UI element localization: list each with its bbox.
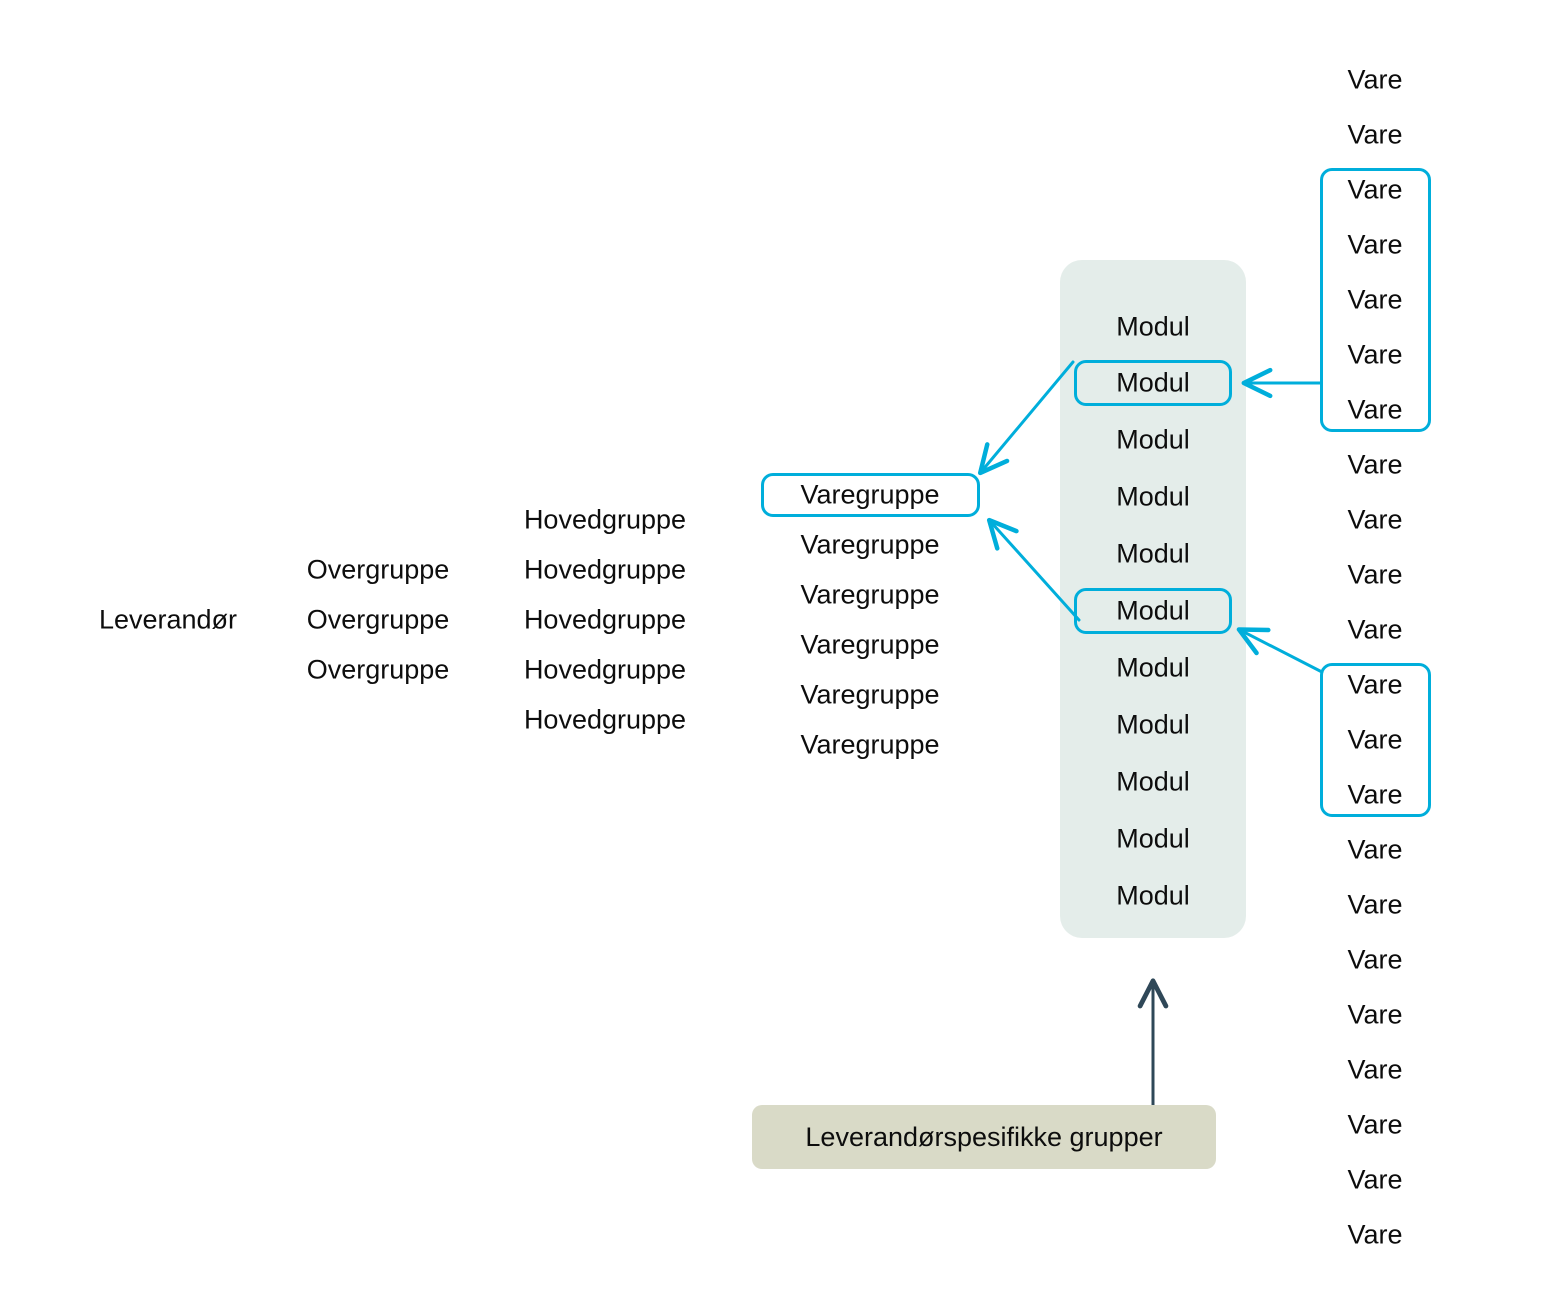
node-vare-20[interactable]: Vare	[1347, 1164, 1403, 1195]
modul-column-shade	[1060, 260, 1246, 938]
node-vare-8[interactable]: Vare	[1347, 504, 1403, 535]
node-vare-11[interactable]: Vare	[1347, 669, 1403, 700]
node-modul-7[interactable]: Modul	[1116, 709, 1190, 740]
node-vare-16[interactable]: Vare	[1347, 944, 1403, 975]
node-vare-12[interactable]: Vare	[1347, 724, 1403, 755]
node-vare-15[interactable]: Vare	[1347, 889, 1403, 920]
link-varegroup2-modul6	[1236, 627, 1324, 674]
node-vare-3[interactable]: Vare	[1347, 229, 1403, 260]
node-hovedgruppe-2[interactable]: Hovedgruppe	[523, 604, 687, 635]
supplier-specific-groups-box[interactable]: Leverandørspesifikke grupper	[752, 1105, 1216, 1169]
node-leverandor-0[interactable]: Leverandør	[98, 604, 238, 635]
node-hovedgruppe-1[interactable]: Hovedgruppe	[523, 554, 687, 585]
node-vare-7[interactable]: Vare	[1347, 449, 1403, 480]
node-modul-8[interactable]: Modul	[1116, 766, 1190, 797]
node-vare-1[interactable]: Vare	[1347, 119, 1403, 150]
node-modul-6[interactable]: Modul	[1116, 652, 1190, 683]
node-varegruppe-4[interactable]: Varegruppe	[800, 679, 940, 710]
node-vare-21[interactable]: Vare	[1347, 1219, 1403, 1250]
node-hovedgruppe-4[interactable]: Hovedgruppe	[523, 704, 687, 735]
node-modul-1[interactable]: Modul	[1116, 367, 1190, 398]
node-vare-6[interactable]: Vare	[1347, 394, 1403, 425]
node-vare-17[interactable]: Vare	[1347, 999, 1403, 1030]
node-vare-9[interactable]: Vare	[1347, 559, 1403, 590]
node-varegruppe-3[interactable]: Varegruppe	[800, 629, 940, 660]
node-vare-10[interactable]: Vare	[1347, 614, 1403, 645]
node-hovedgruppe-3[interactable]: Hovedgruppe	[523, 654, 687, 685]
node-overgruppe-2[interactable]: Overgruppe	[306, 654, 450, 685]
node-overgruppe-0[interactable]: Overgruppe	[306, 554, 450, 585]
node-varegruppe-1[interactable]: Varegruppe	[800, 529, 940, 560]
node-modul-4[interactable]: Modul	[1116, 538, 1190, 569]
node-overgruppe-1[interactable]: Overgruppe	[306, 604, 450, 635]
node-varegruppe-0[interactable]: Varegruppe	[800, 479, 940, 510]
node-vare-13[interactable]: Vare	[1347, 779, 1403, 810]
node-hovedgruppe-0[interactable]: Hovedgruppe	[523, 504, 687, 535]
node-vare-5[interactable]: Vare	[1347, 339, 1403, 370]
node-modul-0[interactable]: Modul	[1116, 311, 1190, 342]
node-vare-4[interactable]: Vare	[1347, 284, 1403, 315]
node-vare-19[interactable]: Vare	[1347, 1109, 1403, 1140]
node-vare-0[interactable]: Vare	[1347, 64, 1403, 95]
node-varegruppe-5[interactable]: Varegruppe	[800, 729, 940, 760]
node-modul-10[interactable]: Modul	[1116, 880, 1190, 911]
node-modul-5[interactable]: Modul	[1116, 595, 1190, 626]
node-varegruppe-2[interactable]: Varegruppe	[800, 579, 940, 610]
node-modul-2[interactable]: Modul	[1116, 424, 1190, 455]
node-modul-9[interactable]: Modul	[1116, 823, 1190, 854]
node-vare-18[interactable]: Vare	[1347, 1054, 1403, 1085]
node-modul-3[interactable]: Modul	[1116, 481, 1190, 512]
node-vare-14[interactable]: Vare	[1347, 834, 1403, 865]
node-vare-2[interactable]: Vare	[1347, 174, 1403, 205]
